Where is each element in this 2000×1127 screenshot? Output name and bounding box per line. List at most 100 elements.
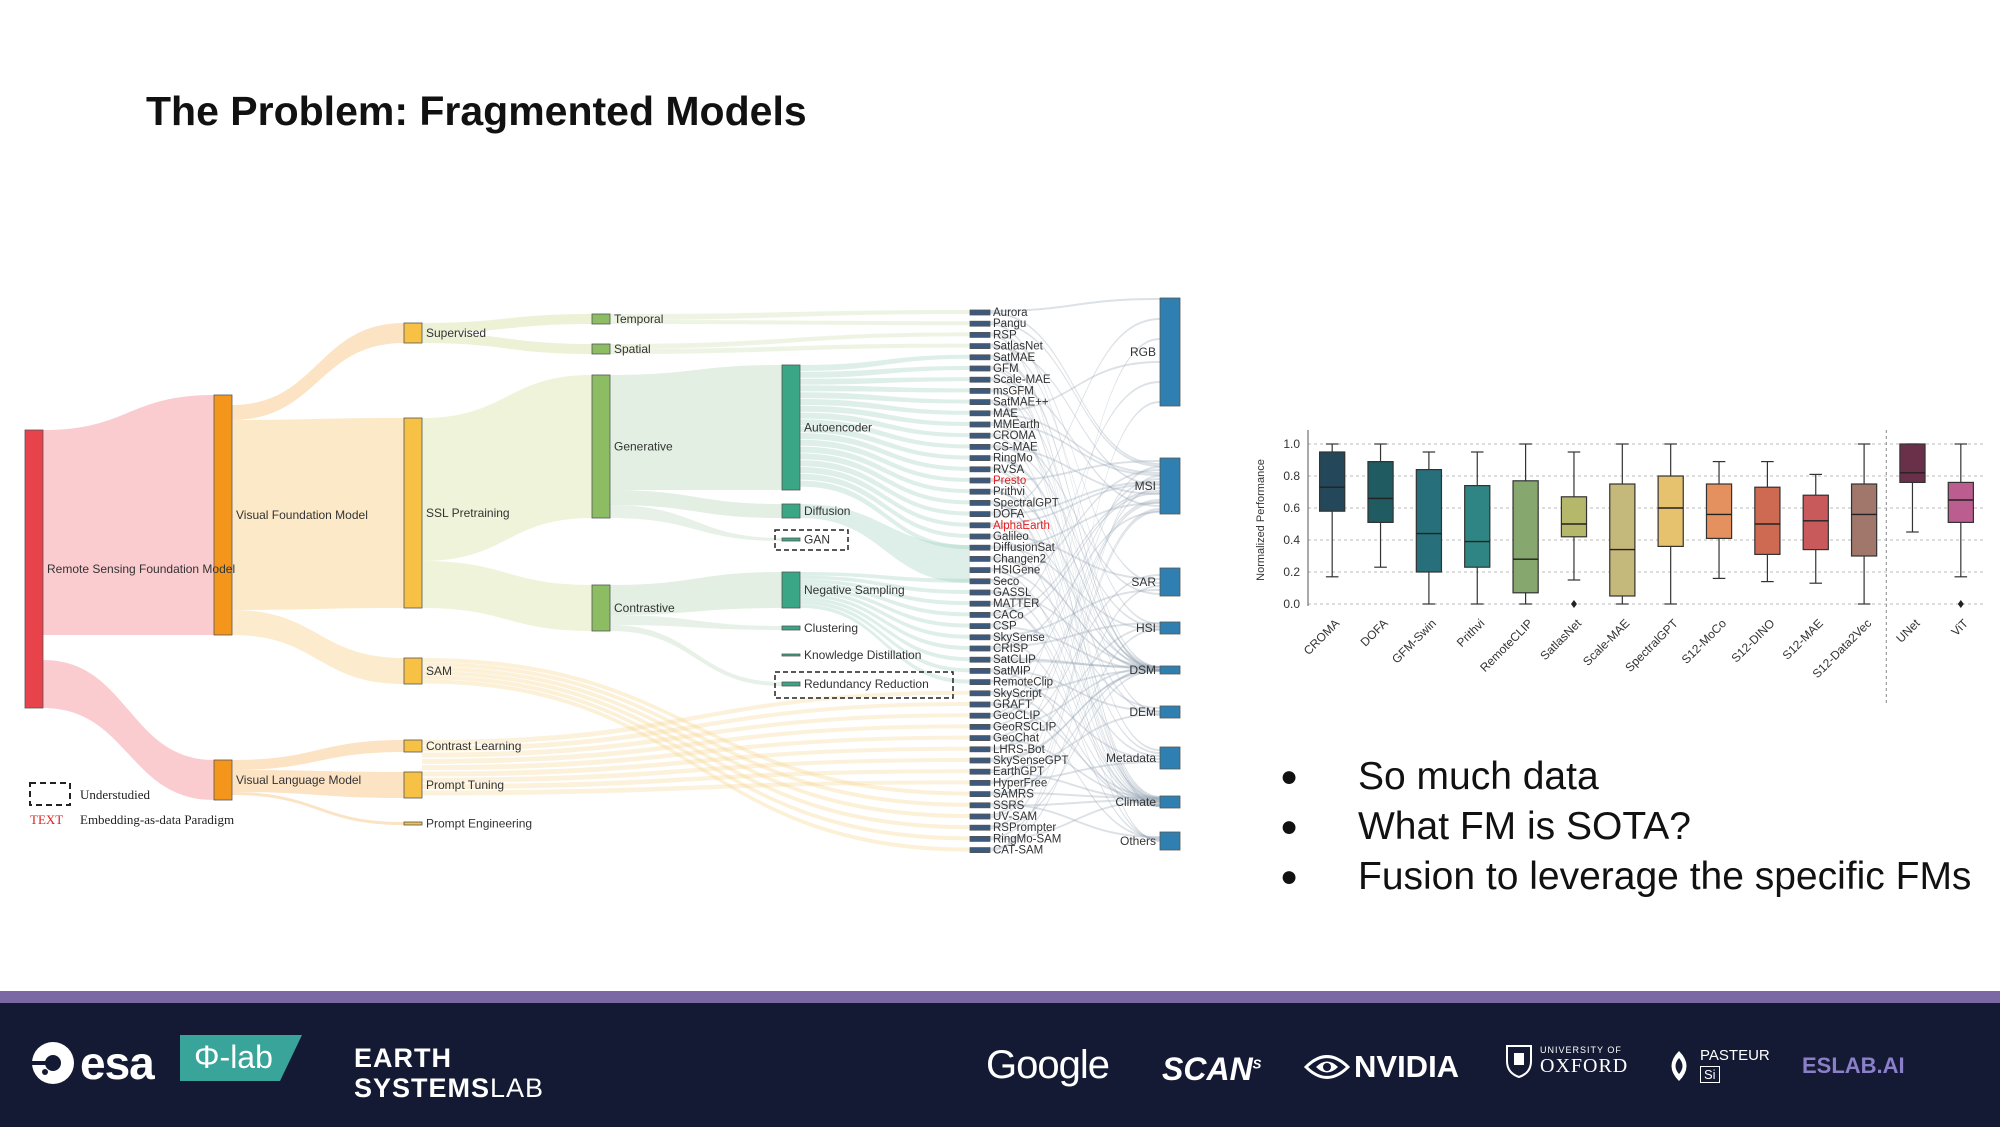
- node-level3: [591, 313, 611, 325]
- sankey-link: [990, 628, 1160, 850]
- y-tick-label: 1.0: [1283, 437, 1300, 451]
- sankey-link: [43, 395, 214, 635]
- box-scale-mae: [1609, 483, 1636, 597]
- node-modality: [1159, 665, 1181, 675]
- sankey-link: [990, 679, 1160, 760]
- node-level3: [591, 343, 611, 355]
- model-label: HyperFree: [993, 777, 1047, 789]
- sankey-link: [422, 333, 592, 354]
- sankey-link: [990, 412, 1160, 474]
- node-level1: [213, 394, 233, 636]
- sankey-link: [422, 724, 970, 764]
- x-tick-label: DOFA: [1358, 616, 1391, 649]
- node-label: Visual Language Model: [236, 773, 361, 787]
- x-tick-label: UNet: [1893, 616, 1923, 646]
- modality-label: DEM: [1129, 705, 1156, 719]
- sankey-link: [610, 615, 782, 630]
- sankey-link: [990, 666, 1160, 796]
- sankey-link: [990, 390, 1160, 668]
- sankey-link: [232, 792, 404, 825]
- model-label: LHRS-Bot: [993, 744, 1046, 756]
- sankey-link: [422, 662, 970, 807]
- modality-label: Others: [1120, 834, 1156, 848]
- sankey-link: [990, 366, 1160, 713]
- model-label: MMEarth: [993, 419, 1040, 431]
- x-tick-label: Prithvi: [1454, 616, 1487, 649]
- sankey-link: [990, 690, 1160, 806]
- model-label: MATTER: [993, 598, 1039, 610]
- model-label: GFM: [993, 363, 1019, 375]
- sankey-link: [990, 457, 1160, 668]
- sankey-link: [422, 780, 970, 796]
- esa-logo: esa: [30, 1033, 155, 1093]
- sankey-link: [800, 439, 970, 482]
- sankey-link: [800, 575, 970, 594]
- sankey-link: [990, 401, 1160, 799]
- sankey-link: [800, 412, 970, 438]
- node-model: [969, 679, 991, 686]
- sankey-link: [990, 460, 1160, 482]
- node-label: Contrastive: [614, 601, 675, 615]
- box-remoteclip: [1512, 480, 1539, 594]
- model-label: UV-SAM: [993, 811, 1037, 823]
- model-label: MAE: [993, 408, 1018, 420]
- node-model: [969, 354, 991, 361]
- sankey-link: [43, 660, 214, 800]
- x-tick-label: SpectralGPT: [1622, 616, 1681, 675]
- node-model: [969, 768, 991, 775]
- sankey-link: [422, 666, 970, 818]
- x-tick-label: SatlasNet: [1537, 616, 1584, 663]
- modality-label: MSI: [1135, 479, 1156, 493]
- model-label: RingMo-SAM: [993, 833, 1061, 845]
- sankey-link: [990, 345, 1160, 486]
- sankey-link: [990, 704, 1160, 798]
- oxford-logo: UNIVERSITY OF OXFORD: [1504, 1043, 1628, 1079]
- bullet-item: So much data: [1280, 752, 1980, 802]
- x-tick-label: S12-MAE: [1780, 616, 1826, 662]
- sankey-link: [990, 492, 1160, 626]
- sankey-link: [800, 480, 970, 550]
- sankey-link: [422, 702, 970, 752]
- model-label: msGFM: [993, 385, 1034, 397]
- model-label: SSRS: [993, 800, 1025, 812]
- model-label: AlphaEarth: [993, 520, 1050, 532]
- sankey-link: [990, 668, 1160, 712]
- node-label: Negative Sampling: [804, 583, 905, 597]
- box-dofa: [1367, 460, 1394, 523]
- oxford-crest-icon: [1506, 1045, 1532, 1079]
- node-level4: [781, 625, 801, 631]
- esa-wordmark: esa: [80, 1037, 155, 1089]
- node-label: Autoencoder: [804, 421, 872, 435]
- sankey-link: [990, 567, 1160, 709]
- node-model: [969, 511, 991, 518]
- node-modality: [1159, 746, 1181, 770]
- y-tick-label: 0.8: [1283, 469, 1300, 483]
- sankey-link: [990, 569, 1160, 804]
- y-tick-label: 0.6: [1283, 501, 1300, 515]
- sankey-link: [800, 354, 970, 371]
- node-label: Prompt Engineering: [426, 817, 532, 831]
- node-model: [969, 746, 991, 753]
- y-axis-label: Normalized Performance: [1255, 459, 1267, 581]
- sankey-link: [800, 433, 970, 471]
- sankey-link: [800, 586, 970, 628]
- node-label: Spatial: [614, 342, 651, 356]
- node-label: Prompt Tuning: [426, 778, 504, 792]
- sankey-link: [800, 399, 970, 415]
- sankey-link: [610, 365, 782, 490]
- sankey-link: [990, 478, 1160, 754]
- node-model: [969, 309, 991, 316]
- sankey-link: [422, 658, 970, 796]
- box-prithvi: [1464, 484, 1491, 568]
- sankey-link: [990, 536, 1160, 803]
- node-label: Diffusion: [804, 504, 850, 518]
- sankey-link: [800, 366, 970, 378]
- sankey-link: [232, 418, 404, 610]
- sankey-link: [800, 426, 970, 460]
- node-model: [969, 499, 991, 506]
- node-level3: [591, 374, 611, 519]
- sankey-link: [990, 590, 1160, 803]
- node-label: Temporal: [614, 312, 663, 326]
- earth-systems-lab-logo: EARTH SYSTEMSLAB: [354, 1043, 544, 1103]
